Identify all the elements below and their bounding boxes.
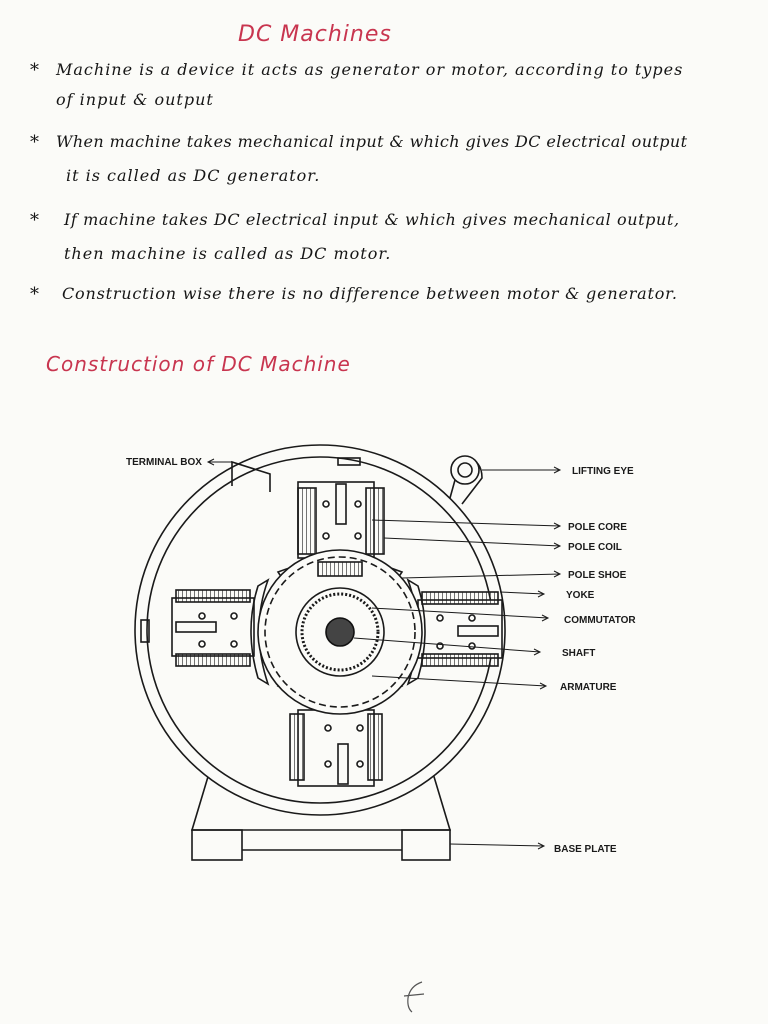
note-line: If machine takes DC electrical input & w… [64,210,680,229]
commutator-shape [295,587,385,677]
dc-machine-diagram: TERMINAL BOX LIFTING EYE POLE CORE POLE … [110,440,670,870]
label-shaft: SHAFT [562,648,595,659]
bullet-asterisk: * [30,210,39,231]
label-pole-shoe: POLE SHOE [568,570,627,581]
label-yoke: YOKE [566,590,595,601]
terminal-box-shape [231,460,271,492]
label-armature: ARMATURE [560,682,617,693]
left-pole [171,578,270,686]
label-terminal-box: TERMINAL BOX [126,457,202,468]
note-line: then machine is called as DC motor. [64,244,392,263]
bullet-asterisk: * [30,60,39,81]
signature-mark [400,978,430,1020]
note-line: Construction wise there is no difference… [62,284,678,303]
shaft-shape [325,617,355,647]
note-line: of input & output [56,90,214,109]
label-base-plate: BASE PLATE [554,844,617,855]
bullet-asterisk: * [30,284,39,305]
label-pole-core: POLE CORE [568,522,627,533]
section-title: Construction of DC Machine [46,352,351,376]
bottom-pole [276,675,404,787]
label-pole-coil: POLE COIL [568,542,622,553]
note-line: When machine takes mechanical input & wh… [56,132,688,151]
page-title: DC Machines [238,22,392,47]
note-line: Machine is a device it acts as generator… [56,60,684,79]
callout-lines [206,458,562,850]
top-pole [276,481,404,585]
label-commutator: COMMUTATOR [564,615,636,626]
right-pole [406,578,503,686]
bullet-asterisk: * [30,132,39,153]
note-line: it is called as DC generator. [66,166,321,185]
label-lifting-eye: LIFTING EYE [572,466,634,477]
lifting-eye-shape [449,455,483,505]
